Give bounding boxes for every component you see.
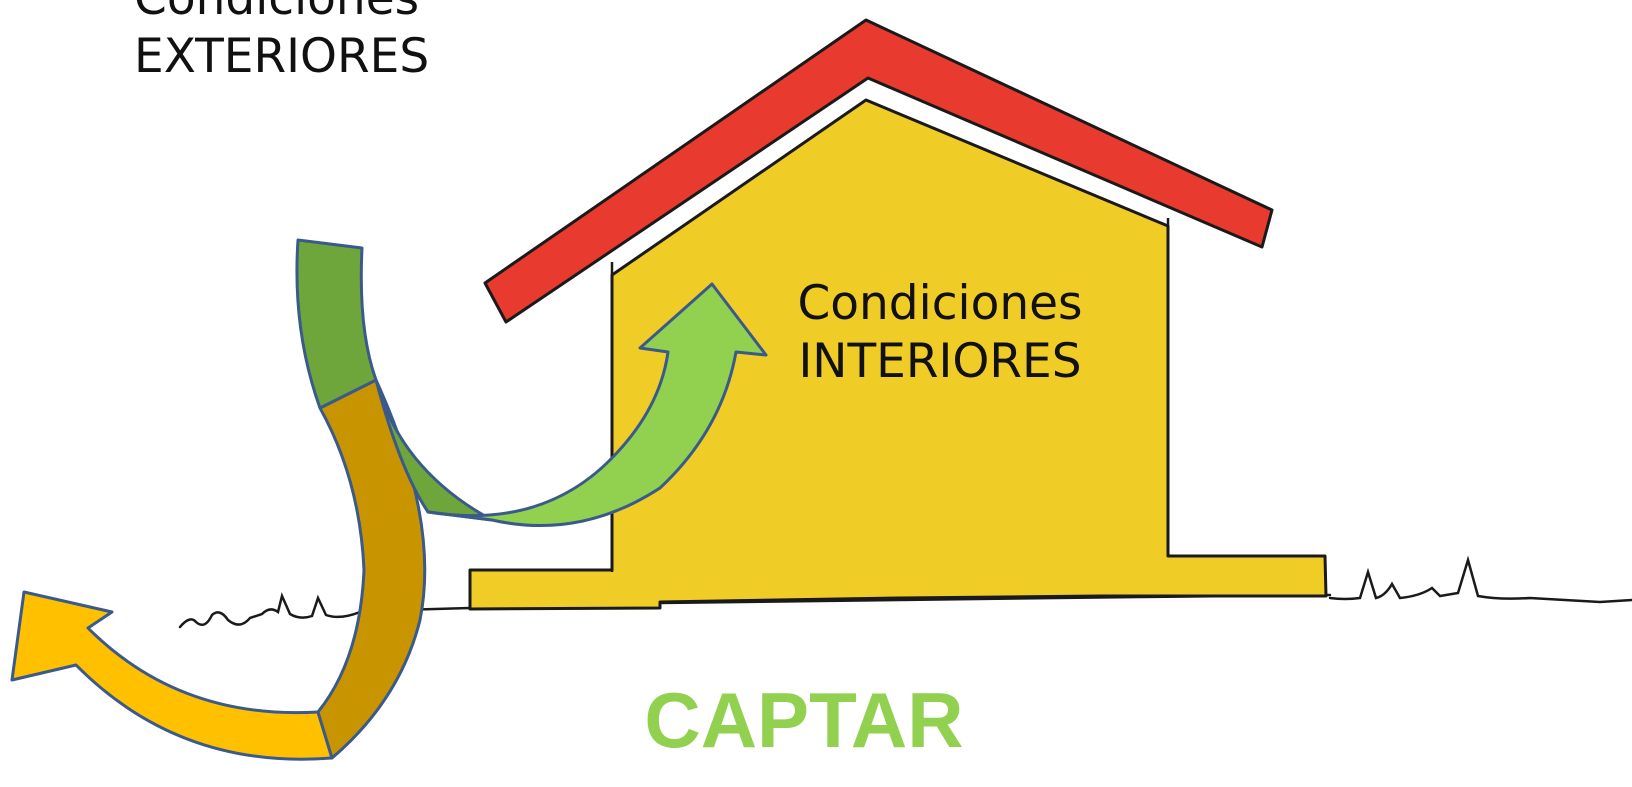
arrow-out-head bbox=[10, 590, 334, 761]
arrow-in-head bbox=[426, 282, 768, 528]
interior-label-line1: Condiciones bbox=[797, 276, 1083, 331]
interior-label-line2: INTERIORES bbox=[798, 334, 1082, 389]
house-roof bbox=[483, 18, 1274, 324]
exterior-label-line1: Condiciones bbox=[134, 0, 429, 28]
curved-arrow-in-icon bbox=[295, 238, 768, 528]
arrow-out-body bbox=[316, 378, 427, 760]
exterior-label-line2: EXTERIORES bbox=[134, 29, 430, 84]
interior-conditions-label: Condiciones INTERIORES bbox=[775, 275, 1105, 391]
house-foundation bbox=[468, 98, 1328, 611]
captar-caption: CAPTAR bbox=[644, 676, 964, 764]
arrow-in-body bbox=[295, 238, 378, 410]
house-sketch-icon bbox=[468, 18, 1328, 611]
curved-arrow-out-icon bbox=[10, 378, 427, 761]
exterior-conditions-label: Condiciones EXTERIORES bbox=[134, 0, 429, 86]
